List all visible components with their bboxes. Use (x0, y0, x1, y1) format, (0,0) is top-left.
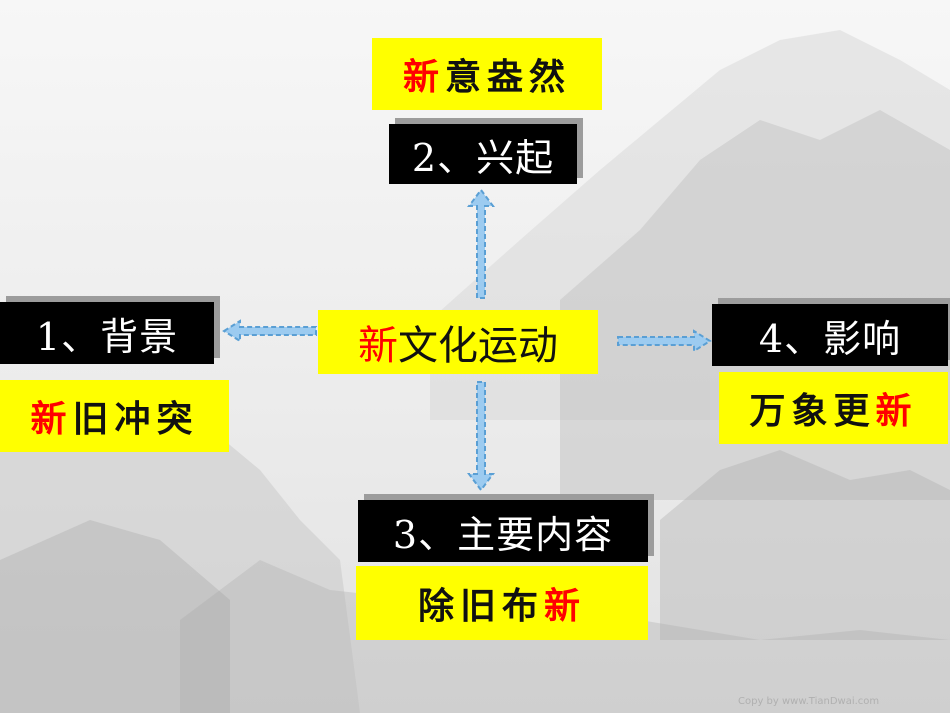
rise-detail-highlight: 新 (402, 56, 445, 98)
arrow-up-to-rise (467, 188, 495, 299)
background-detail-rest: 旧冲突 (72, 398, 199, 440)
arrow-left-to-background (222, 319, 317, 343)
impact-detail-rest: 万象更 (749, 390, 876, 432)
center-topic: 新文化运动 (318, 310, 598, 374)
background-detail: 新旧冲突 (0, 380, 229, 452)
content-detail: 除旧布新 (356, 566, 648, 640)
content-heading: 3、主要内容 (358, 500, 648, 562)
impact-heading: 4、影响 (712, 304, 948, 366)
watermark-text: Copy by www.TianDwai.com (738, 696, 880, 707)
rise-detail-rest: 意盎然 (445, 56, 572, 98)
content-detail-highlight: 新 (544, 585, 587, 627)
center-highlight-char: 新 (358, 323, 398, 369)
impact-detail-highlight: 新 (875, 390, 918, 432)
arrow-right-to-impact (617, 329, 712, 353)
background-heading: 1、背景 (0, 302, 214, 364)
center-title-rest: 文化运动 (398, 323, 558, 369)
background-detail-highlight: 新 (30, 398, 73, 440)
content-detail-rest: 除旧布 (417, 585, 544, 627)
rise-detail: 新意盎然 (372, 38, 602, 110)
impact-detail: 万象更新 (719, 372, 948, 444)
arrow-down-to-content (467, 381, 495, 492)
rise-heading: 2、兴起 (389, 124, 577, 184)
